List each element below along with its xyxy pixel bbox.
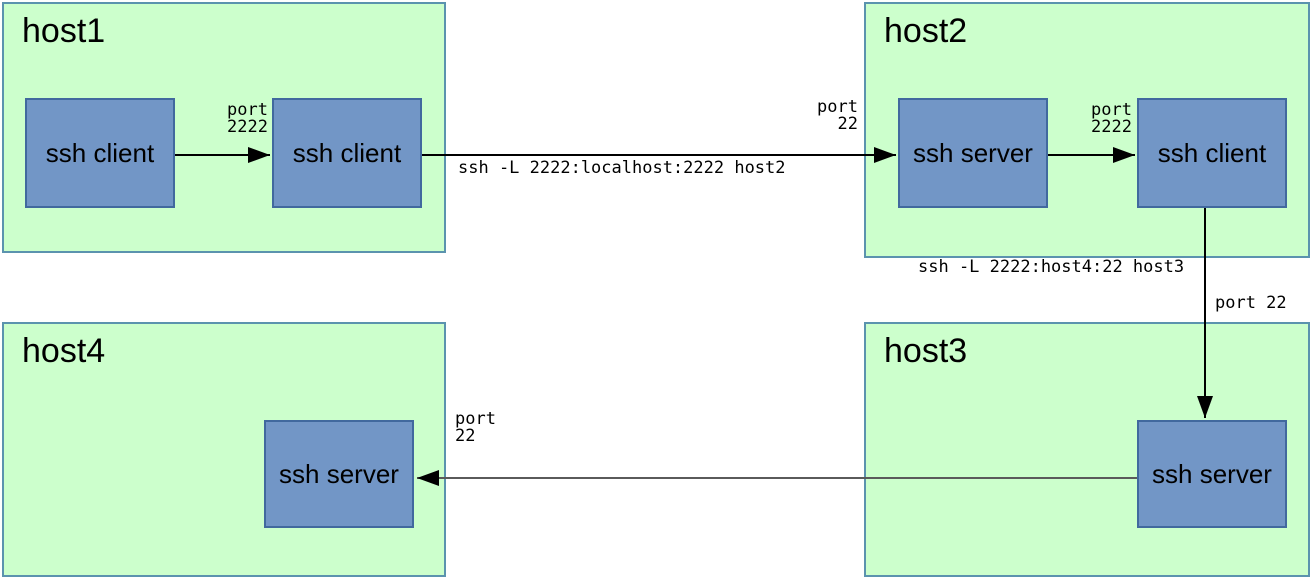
host3-title: host3 xyxy=(884,332,968,370)
port-2222-label-host2: port 2222 xyxy=(1091,100,1132,137)
ssh-command-host2-to-host3: ssh -L 2222:host4:22 host3 xyxy=(918,257,1185,277)
port-22-label-into-host2: port 22 xyxy=(817,97,858,134)
host4-ssh-server: ssh server xyxy=(264,420,414,528)
host1-ssh-client-1: ssh client xyxy=(25,98,175,208)
host1-ssh-client-2: ssh client xyxy=(272,98,422,208)
host4-title: host4 xyxy=(22,332,106,370)
host2-ssh-client: ssh client xyxy=(1137,98,1287,208)
port-22-label-into-host4: port 22 xyxy=(455,409,496,446)
host1-title: host1 xyxy=(22,12,106,50)
host3-box: host3 xyxy=(864,322,1310,577)
port-22-label-into-host3: port 22 xyxy=(1215,293,1287,313)
host2-title: host2 xyxy=(884,12,968,50)
ssh-command-host1-to-host2: ssh -L 2222:localhost:2222 host2 xyxy=(458,158,786,178)
host3-ssh-server: ssh server xyxy=(1137,420,1287,528)
host2-ssh-server: ssh server xyxy=(898,98,1048,208)
port-2222-label-host1: port 2222 xyxy=(227,100,268,137)
